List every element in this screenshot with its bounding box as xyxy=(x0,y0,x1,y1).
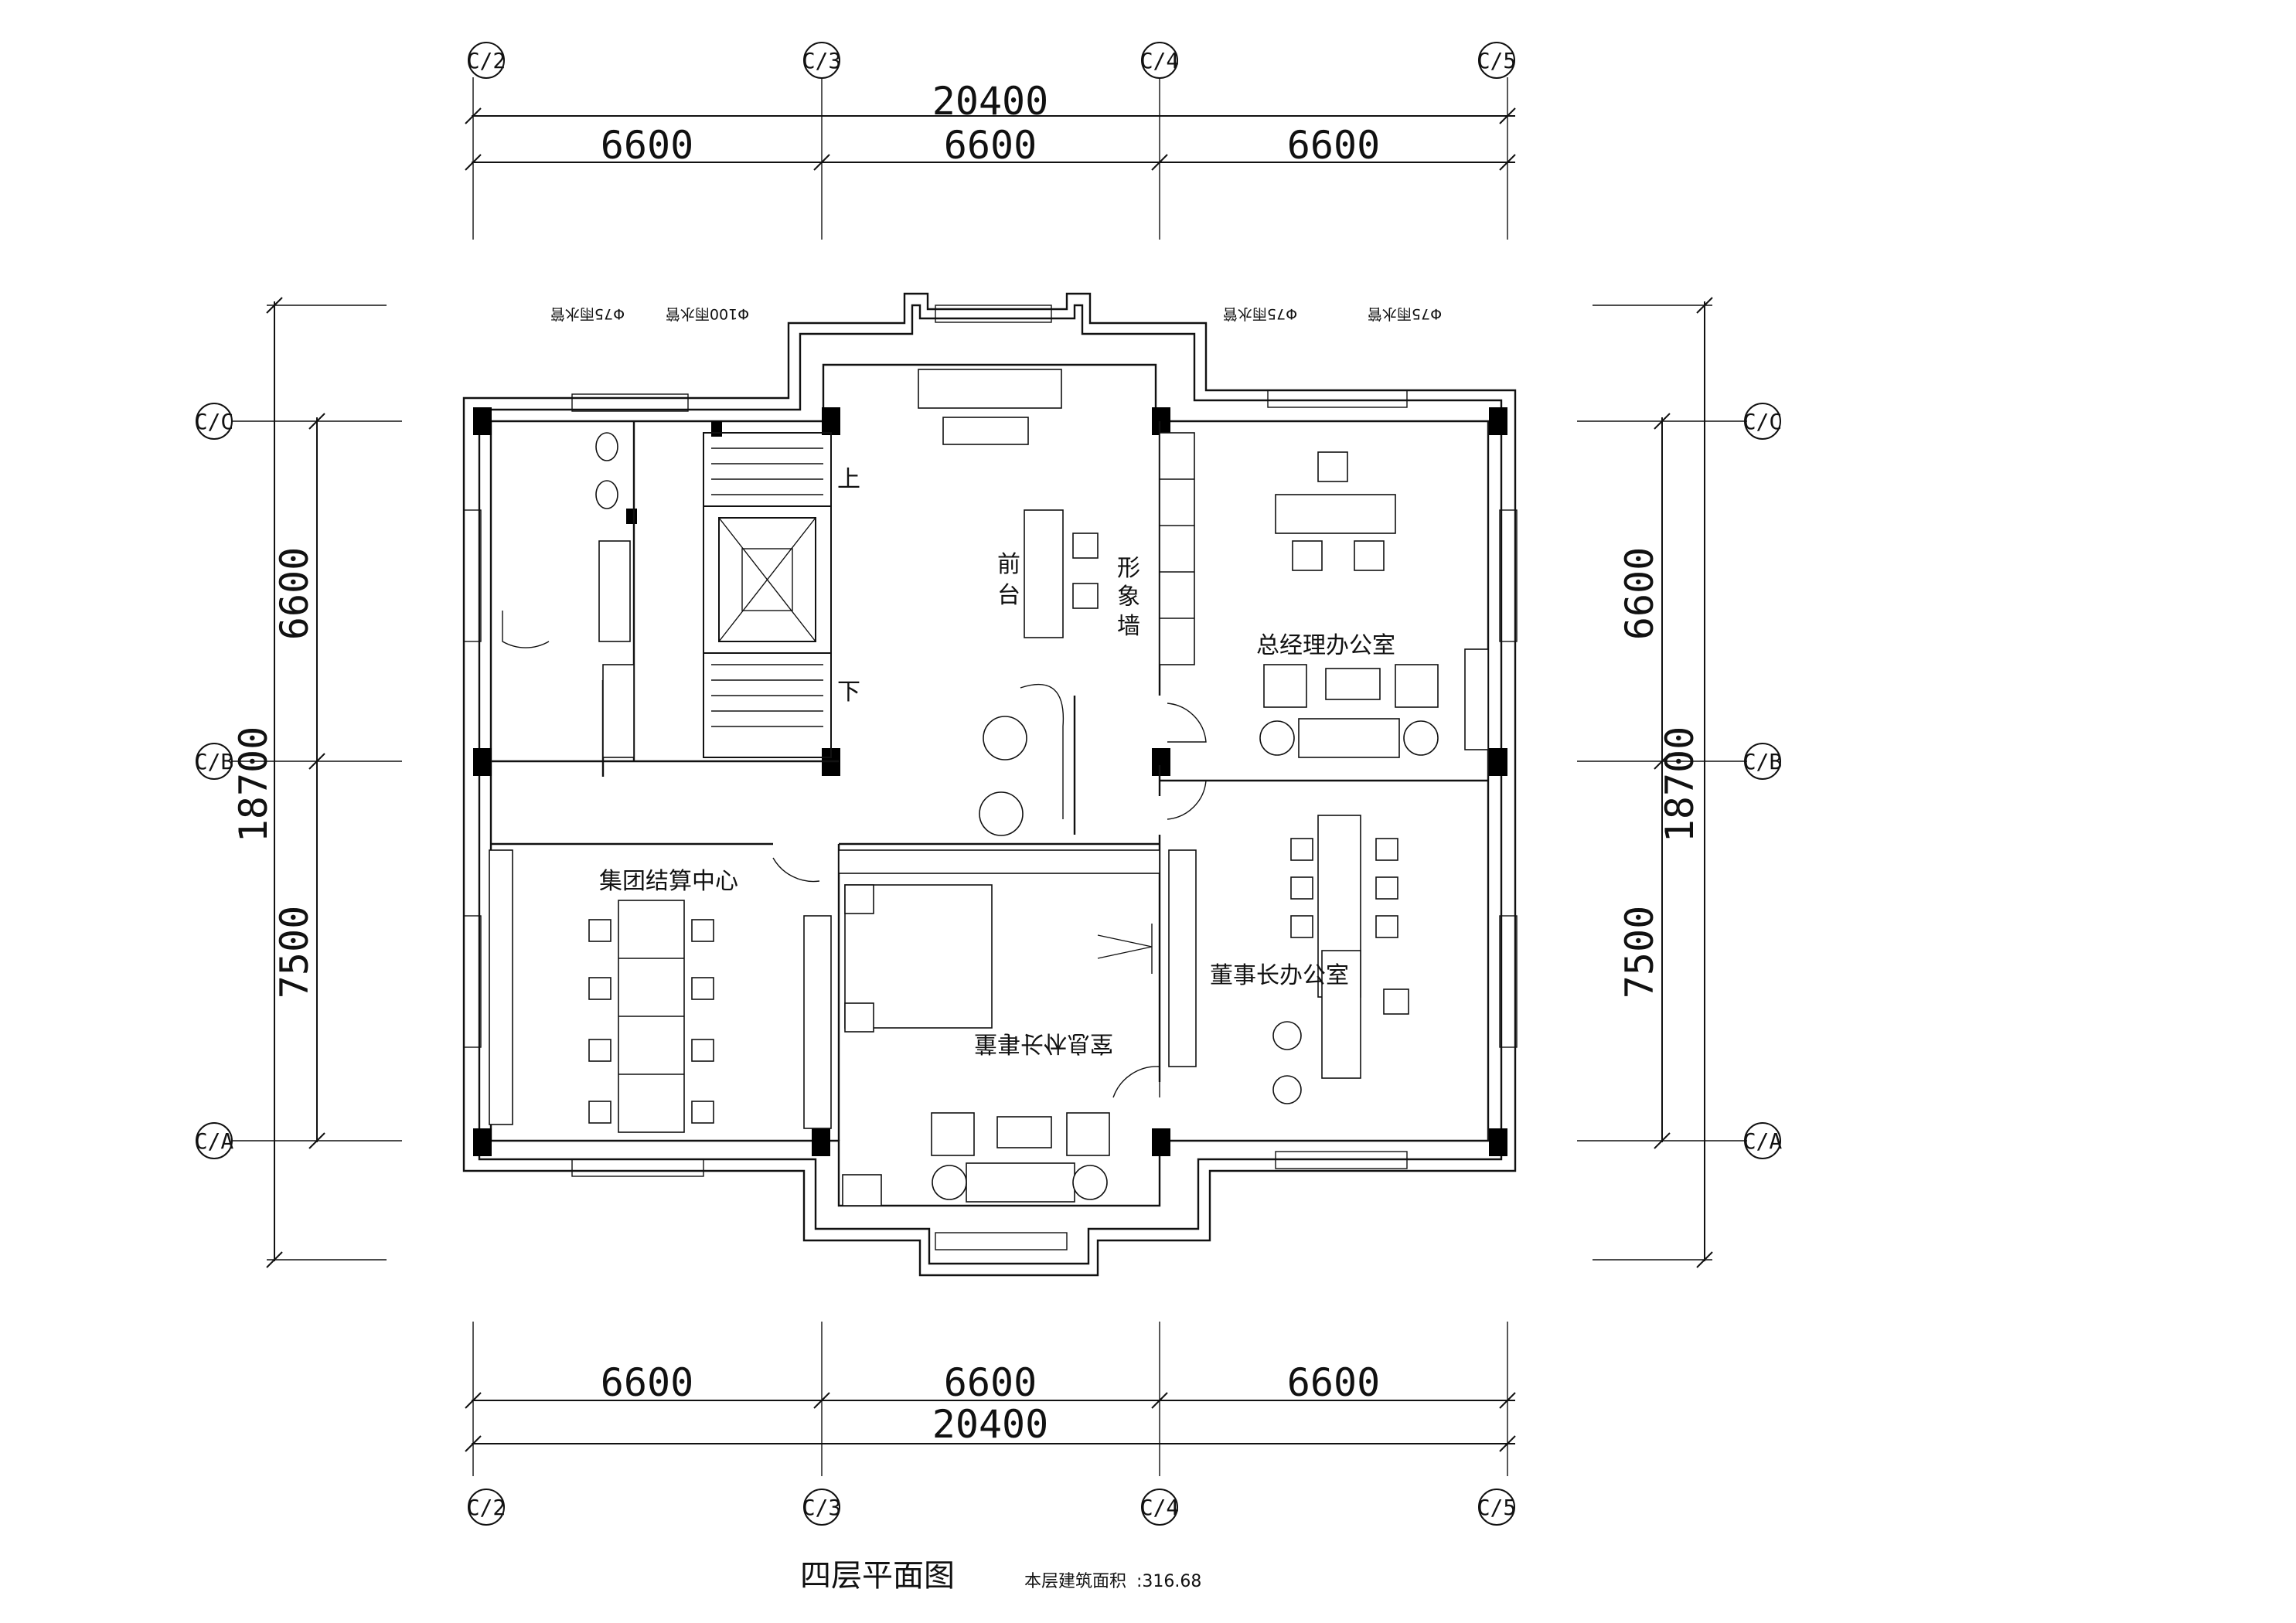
lobby-furniture: 前 台 形 象 墙 xyxy=(918,369,1195,836)
top-axis-tags: C/2 C/3 C/4 C/5 xyxy=(467,42,1517,79)
axis-tag-top-c5: C/5 xyxy=(1477,48,1517,73)
top-bay-dim-1: 6600 xyxy=(601,123,693,168)
gm-office-furniture: 总经理办公室 xyxy=(1256,451,1489,758)
bottom-dimension-chain: 6600 6600 6600 20400 xyxy=(465,1322,1516,1476)
gm-office-label: 总经理办公室 xyxy=(1256,632,1395,659)
bottom-bay-dim-3: 6600 xyxy=(1287,1360,1380,1405)
left-bay-dim-2: 7500 xyxy=(272,906,317,999)
windows xyxy=(463,305,1518,1250)
chairman-office-label: 董事长办公室 xyxy=(1210,962,1349,989)
right-bay-dim-2: 7500 xyxy=(1617,906,1662,999)
right-total-dim: 18700 xyxy=(1657,726,1702,843)
top-bay-dim-2: 6600 xyxy=(944,123,1037,168)
image-wall-label-3: 墙 xyxy=(1117,613,1140,640)
settlement-center-furniture: 集团结算中心 xyxy=(489,849,738,1133)
chairman-rest-furniture: 董事长休息室 xyxy=(803,849,1160,1206)
axis-tag-left-cc: C/C xyxy=(195,409,234,434)
image-wall-label-1: 形 xyxy=(1117,555,1140,582)
drain-note-1: Φ75雨水管 xyxy=(550,305,625,322)
settlement-center-label: 集团结算中心 xyxy=(599,868,738,895)
left-axis-tags: C/C C/B C/A xyxy=(195,403,234,1159)
drain-notes: Φ75雨水管 Φ100雨水管 Φ75雨水管 Φ75雨水管 xyxy=(550,305,1442,322)
axis-tag-right-cb: C/B xyxy=(1743,749,1783,774)
stair-down-label: 下 xyxy=(837,679,860,706)
bottom-total-dim: 20400 xyxy=(932,1402,1049,1447)
top-total-dim: 20400 xyxy=(932,79,1049,124)
chairman-rest-label: 董事长休息室 xyxy=(974,1029,1113,1056)
top-bay-dim-3: 6600 xyxy=(1287,123,1380,168)
bottom-bay-dim-1: 6600 xyxy=(601,1360,693,1405)
axis-tag-top-c3: C/3 xyxy=(802,48,842,73)
columns xyxy=(473,407,1507,1156)
axis-tag-right-ca: C/A xyxy=(1743,1128,1783,1154)
area-label: 本层建筑面积 xyxy=(1024,1572,1126,1591)
stair-up-label: 上 xyxy=(837,466,860,493)
image-wall-label-2: 象 xyxy=(1117,584,1140,611)
restroom-fixtures xyxy=(595,432,635,758)
axis-tag-top-c2: C/2 xyxy=(467,48,506,73)
axis-tag-left-ca: C/A xyxy=(195,1128,234,1154)
axis-tag-bottom-c2: C/2 xyxy=(467,1495,506,1520)
front-desk-label-1: 前 xyxy=(997,551,1020,578)
area-value: :316.68 xyxy=(1136,1572,1201,1591)
left-total-dim: 18700 xyxy=(231,726,276,843)
axis-tag-top-c4: C/4 xyxy=(1140,48,1180,73)
drawing-title: 四层平面图 xyxy=(800,1558,955,1594)
left-bay-dim-1: 6600 xyxy=(272,547,317,640)
bottom-axis-tags: C/2 C/3 C/4 C/5 xyxy=(467,1489,1517,1526)
drain-note-4: Φ75雨水管 xyxy=(1368,305,1442,322)
axis-tag-bottom-c5: C/5 xyxy=(1477,1495,1517,1520)
axis-tag-bottom-c4: C/4 xyxy=(1140,1495,1180,1520)
door-swings xyxy=(502,611,1207,1098)
drain-note-2: Φ100雨水管 xyxy=(666,305,749,322)
front-desk-label-2: 台 xyxy=(997,582,1020,609)
chairman-office-furniture: 董事长办公室 xyxy=(1168,815,1409,1104)
axis-tag-bottom-c3: C/3 xyxy=(802,1495,842,1520)
stair-elevator: 上 下 xyxy=(703,432,860,758)
right-bay-dim-1: 6600 xyxy=(1617,547,1662,640)
axis-tag-left-cb: C/B xyxy=(195,749,234,774)
top-dimension-chain: 20400 6600 6600 6600 xyxy=(465,77,1516,240)
bottom-bay-dim-2: 6600 xyxy=(944,1360,1037,1405)
drain-note-3: Φ75雨水管 xyxy=(1223,305,1297,322)
left-dimension-chain: 18700 6600 7500 xyxy=(231,297,402,1268)
right-axis-tags: C/C C/B C/A xyxy=(1743,403,1783,1159)
right-dimension-chain: 18700 6600 7500 xyxy=(1577,297,1747,1268)
axis-tag-right-cc: C/C xyxy=(1743,409,1783,434)
